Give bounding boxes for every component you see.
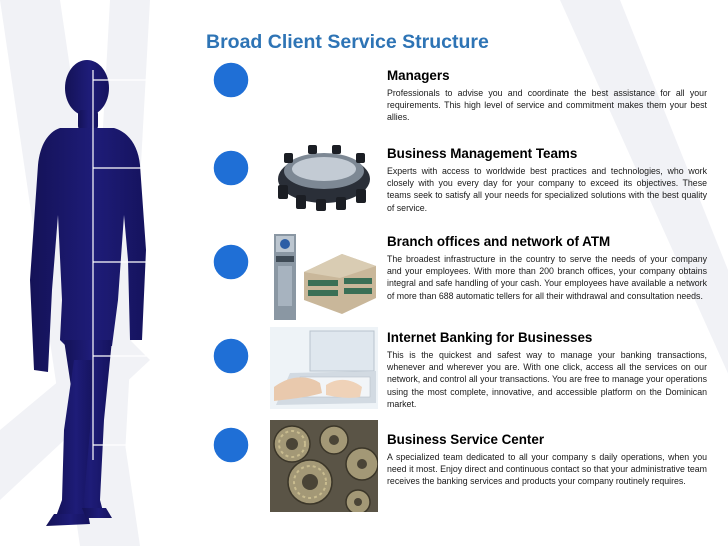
section-business-management-teams: Business Management Teams Experts with a… xyxy=(387,146,707,214)
section-body: Professionals to advise you and coordina… xyxy=(387,88,707,123)
gears-icon xyxy=(270,420,378,512)
step-circle xyxy=(212,149,250,187)
section-managers: Managers Professionals to advise you and… xyxy=(387,68,707,124)
section-business-service-center: Business Service Center A specialized te… xyxy=(387,432,707,488)
section-title: Branch offices and network of ATM xyxy=(387,234,611,249)
laptop-typing-icon xyxy=(270,327,378,409)
section-title: Business Management Teams xyxy=(387,146,578,161)
section-title: Internet Banking for Businesses xyxy=(387,330,593,345)
section-body: Experts with access to worldwide best pr… xyxy=(387,166,707,213)
section-internet-banking: Internet Banking for Businesses This is … xyxy=(387,330,707,410)
bank-building-icon xyxy=(270,232,378,322)
section-title: Managers xyxy=(387,68,450,83)
section-body: The broadest infrastructure in the count… xyxy=(387,254,707,301)
step-circle xyxy=(212,426,250,464)
page-title: Broad Client Service Structure xyxy=(206,31,489,53)
step-circle xyxy=(212,61,250,99)
section-body: A specialized team dedicated to all your… xyxy=(387,452,707,487)
conference-table-icon xyxy=(270,135,378,213)
step-circle xyxy=(212,337,250,375)
step-circle xyxy=(212,243,250,281)
section-title: Business Service Center xyxy=(387,432,545,447)
section-branch-offices: Branch offices and network of ATM The br… xyxy=(387,234,707,302)
section-body: This is the quickest and safest way to m… xyxy=(387,350,707,409)
